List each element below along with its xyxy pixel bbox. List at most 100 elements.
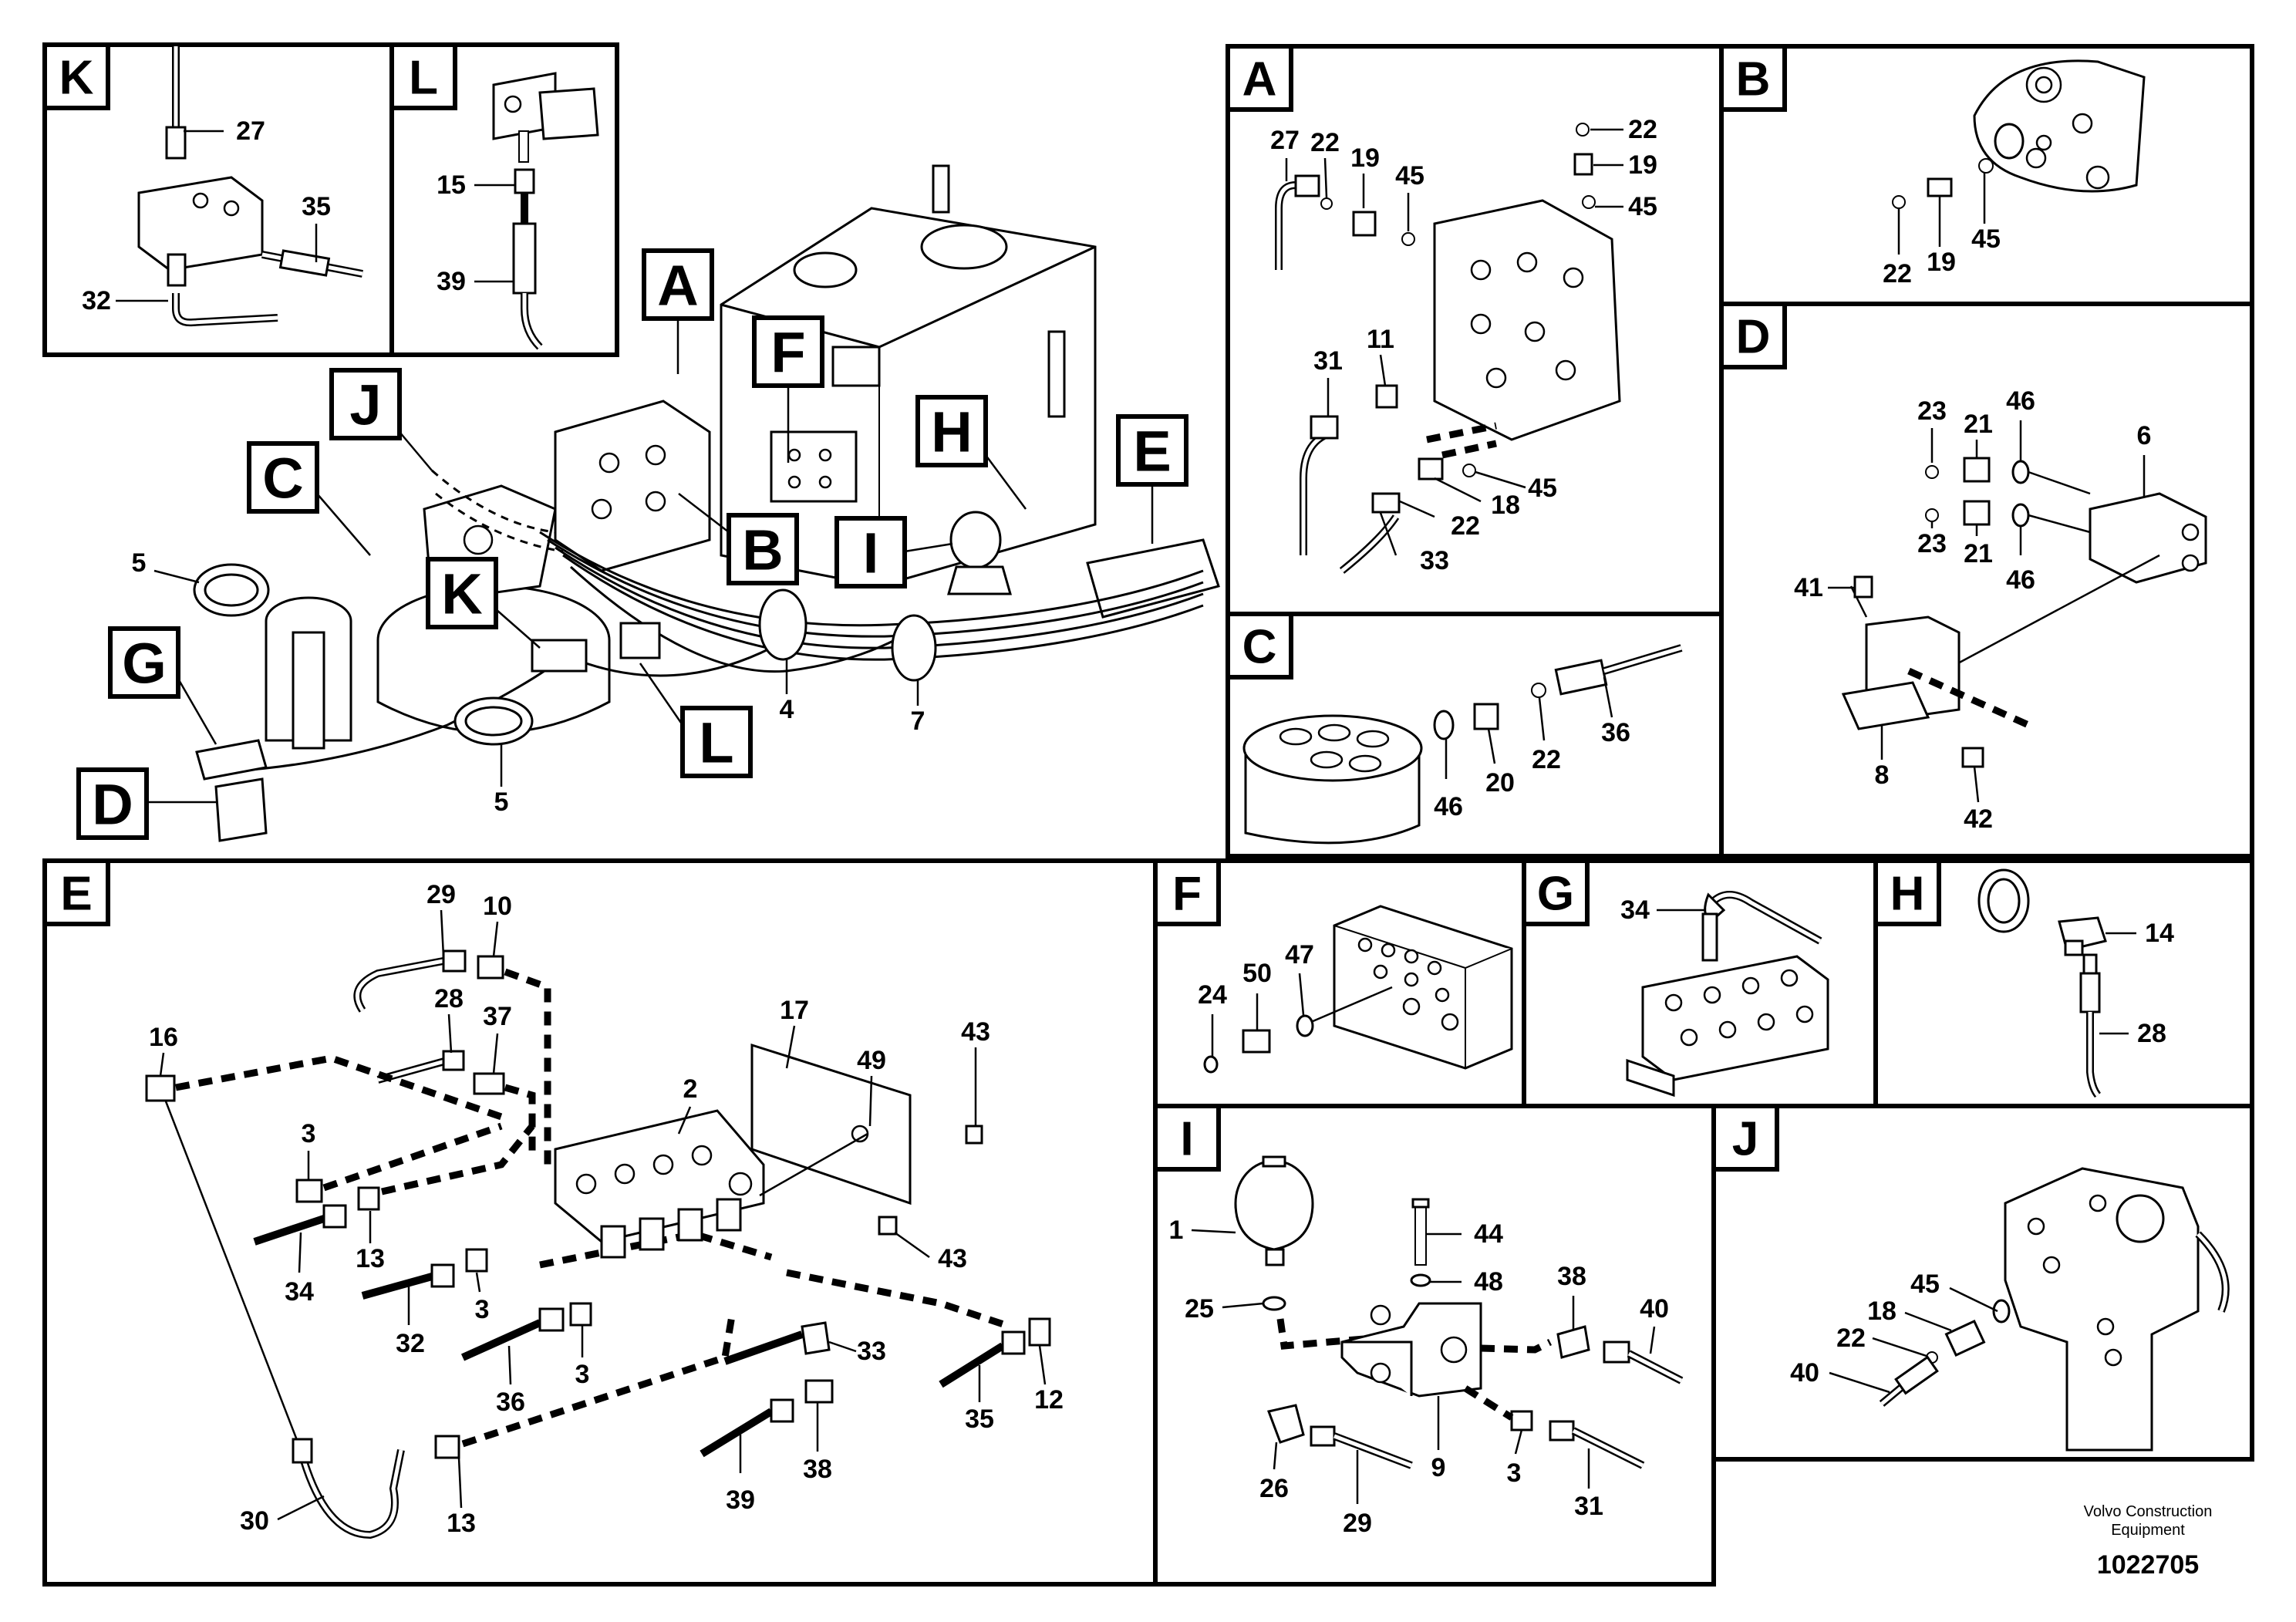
panel-k-label-35: 35 xyxy=(302,192,331,221)
panel-e-leader-10 xyxy=(492,921,499,957)
panel-i-leader-40 xyxy=(1649,1326,1656,1354)
panel-e-leader-13-low xyxy=(457,1457,463,1509)
panel-k-tag: K xyxy=(42,42,110,110)
overview-callout-c: C xyxy=(247,441,371,556)
panel-k-label-32: 32 xyxy=(82,286,111,315)
panel-c-tag: C xyxy=(1226,612,1293,679)
panel-e-label-16: 16 xyxy=(149,1023,178,1052)
panel-b-label-19: 19 xyxy=(1927,248,1956,277)
svg-text:H: H xyxy=(1890,868,1925,921)
overview-callout-j: J xyxy=(329,368,433,471)
panel-e-label-13-low: 13 xyxy=(447,1509,476,1538)
panel-a-label-45-right: 45 xyxy=(1628,192,1657,221)
panel-c-label-36: 36 xyxy=(1601,718,1630,747)
overview-leader-5-top xyxy=(153,569,200,584)
svg-text:A: A xyxy=(1242,53,1277,106)
panel-e-label-37: 37 xyxy=(483,1002,512,1031)
panel-d-label-41: 41 xyxy=(1794,573,1823,602)
overview-label-4: 4 xyxy=(780,695,794,724)
panel-c-drawing xyxy=(1242,644,1683,845)
overview-callout-k: K xyxy=(426,557,541,649)
panel-i-label-31: 31 xyxy=(1574,1492,1603,1521)
panel-i-label-48: 48 xyxy=(1474,1267,1503,1297)
panel-j-label-40: 40 xyxy=(1790,1358,1819,1388)
panel-i-leader-1 xyxy=(1191,1229,1236,1234)
footer-company-line1: Volvo Construction xyxy=(2084,1503,2213,1520)
panel-a-label-19-right: 19 xyxy=(1628,150,1657,180)
panel-j-label-45: 45 xyxy=(1910,1270,1940,1299)
svg-text:B: B xyxy=(1736,53,1771,106)
panel-e-label-34: 34 xyxy=(285,1277,314,1307)
panel-i-label-44: 44 xyxy=(1474,1219,1503,1249)
panel-e-leader-37 xyxy=(492,1033,499,1074)
panel-l-drawing xyxy=(492,72,599,350)
panel-e-leader-28 xyxy=(447,1013,453,1054)
svg-text:B: B xyxy=(742,518,783,582)
panel-d-label-21: 21 xyxy=(1964,410,1993,439)
panel-a-label-11: 11 xyxy=(1367,325,1394,354)
panel-c-label-20: 20 xyxy=(1485,768,1515,798)
panel-j-drawing xyxy=(1879,1167,2230,1452)
panel-a-label-19: 19 xyxy=(1350,143,1380,173)
panel-h-label-28: 28 xyxy=(2137,1019,2166,1048)
panel-i-tag: I xyxy=(1153,1104,1221,1172)
panel-e-label-43-low: 43 xyxy=(938,1244,967,1273)
svg-text:G: G xyxy=(122,632,167,696)
panel-e-label-17: 17 xyxy=(780,996,809,1025)
panel-c-label-46: 46 xyxy=(1434,792,1463,821)
panel-a-label-18: 18 xyxy=(1491,491,1520,520)
panel-k-drawing xyxy=(137,46,363,327)
panel-c-leader-22 xyxy=(1538,697,1546,741)
panel-a-leader-11 xyxy=(1379,354,1387,386)
panel-g-drawing xyxy=(1626,891,1829,1098)
svg-text:A: A xyxy=(657,254,698,318)
overview-callout-l: L xyxy=(639,663,753,778)
panel-e-leader-29 xyxy=(440,909,445,957)
panel-a-label-45-low: 45 xyxy=(1528,474,1557,503)
panel-h-drawing xyxy=(1977,868,2107,1098)
panel-e-leader-17 xyxy=(785,1025,796,1069)
panel-d-label-23: 23 xyxy=(1917,396,1947,426)
panel-i-label-26: 26 xyxy=(1259,1474,1289,1503)
panel-d-drawing xyxy=(1841,457,2207,768)
overview-drawing xyxy=(193,164,1220,842)
panel-a-tag: A xyxy=(1226,44,1293,112)
overview-callout-b: B xyxy=(678,493,799,585)
panel-b-drawing xyxy=(1892,59,2146,209)
panel-e-label-32: 32 xyxy=(396,1329,425,1358)
panel-k-label-27: 27 xyxy=(236,116,265,146)
panel-d-label-8: 8 xyxy=(1875,760,1890,790)
panel-j-leader-40 xyxy=(1829,1371,1890,1394)
panel-i-label-1: 1 xyxy=(1169,1216,1184,1245)
panel-f-label-50: 50 xyxy=(1242,959,1272,988)
panel-f-drawing xyxy=(1203,905,1513,1074)
panel-d-label-6: 6 xyxy=(2137,421,2152,450)
panel-i-label-3: 3 xyxy=(1507,1458,1522,1488)
panel-e-leader-2 xyxy=(677,1106,692,1135)
panel-a-leader-45-low xyxy=(1475,470,1526,489)
panel-e-leader-43-low xyxy=(894,1231,930,1259)
svg-text:I: I xyxy=(863,521,879,585)
panel-a-leader-18 xyxy=(1434,477,1482,503)
panel-a-label-45: 45 xyxy=(1395,161,1424,191)
svg-text:J: J xyxy=(1732,1113,1758,1166)
panel-g-label-34: 34 xyxy=(1620,895,1650,925)
panel-l-label-15: 15 xyxy=(437,170,466,200)
overview-callout-g: G xyxy=(108,626,217,745)
overview-label-5-top: 5 xyxy=(132,548,147,578)
overview-callout-a: A xyxy=(642,248,714,374)
svg-text:F: F xyxy=(1172,868,1202,921)
panel-e-label-10: 10 xyxy=(483,892,512,921)
panel-e-label-35: 35 xyxy=(965,1404,994,1434)
panel-d-label-46: 46 xyxy=(2006,386,2035,416)
panel-h-label-14: 14 xyxy=(2145,919,2174,948)
panel-a-label-33: 33 xyxy=(1420,546,1449,575)
svg-text:K: K xyxy=(441,562,482,626)
panel-d-label-46-low: 46 xyxy=(2006,565,2035,595)
svg-text:I: I xyxy=(1180,1113,1193,1166)
panel-d-label-21-low: 21 xyxy=(1964,539,1993,568)
panel-e-label-13: 13 xyxy=(356,1244,385,1273)
panel-e-label-49: 49 xyxy=(857,1046,886,1075)
svg-text:L: L xyxy=(409,52,438,105)
